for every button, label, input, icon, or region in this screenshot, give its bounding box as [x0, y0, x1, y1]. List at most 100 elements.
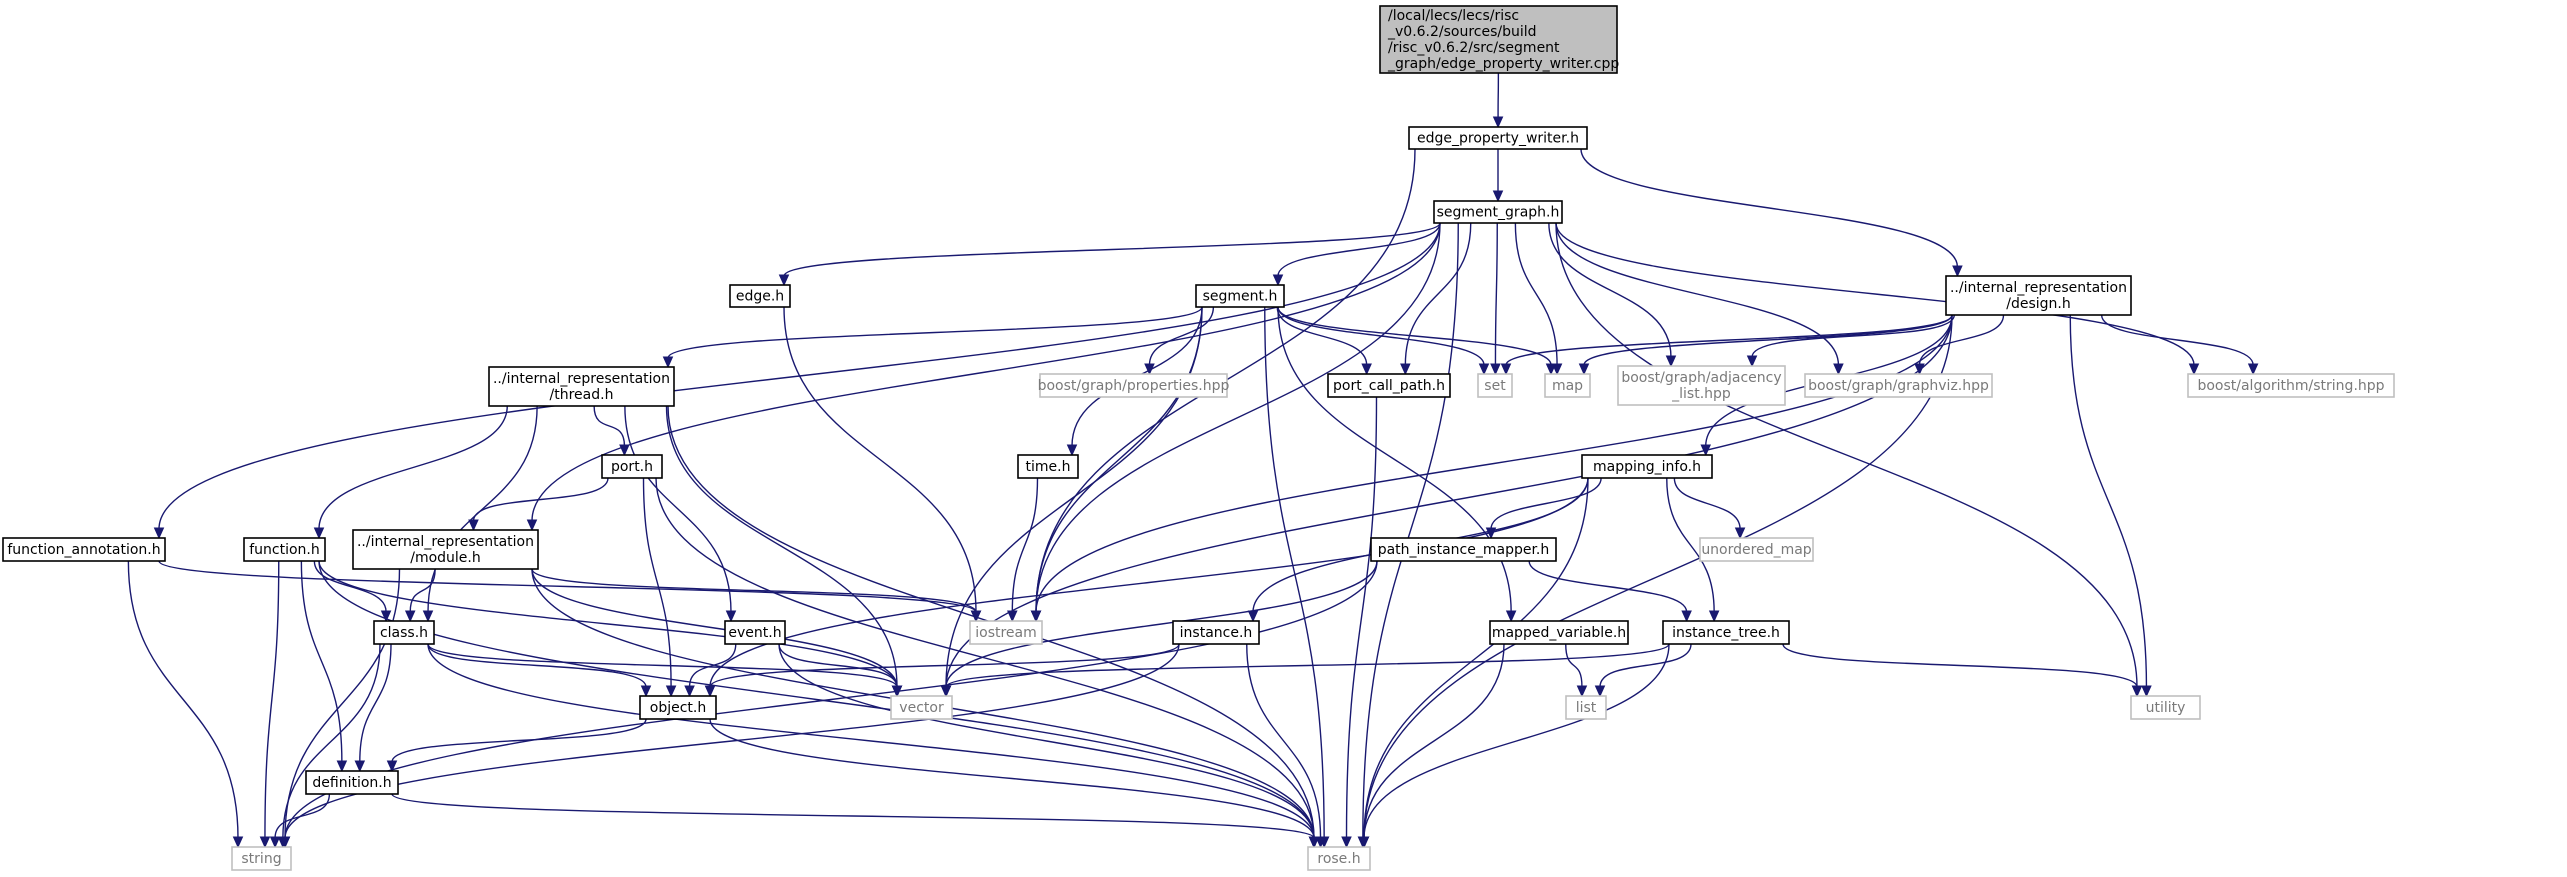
node-mapping-info[interactable]: mapping_info.h [1581, 454, 1713, 479]
node-box [1662, 620, 1790, 645]
node-label-line: vector [899, 700, 944, 716]
node-label-line: definition.h [312, 775, 391, 791]
edge-segment_graph-to-port_call_path [1400, 222, 1472, 376]
edge-object-to-definition [386, 718, 647, 773]
node-boost-properties: boost/graph/properties.hpp [1038, 373, 1230, 398]
node-string: string [231, 846, 292, 871]
node-event[interactable]: event.h [724, 620, 786, 645]
node-module[interactable]: ../internal_representation/module.h [352, 529, 539, 570]
edge-thread-to-function [313, 405, 508, 540]
node-boost-adjacency: boost/graph/adjacency_list.hpp [1617, 365, 1786, 406]
node-boost-graphviz: boost/graph/graphviz.hpp [1804, 373, 1993, 398]
node-label-line: map [1552, 378, 1583, 394]
node-thread[interactable]: ../internal_representation/thread.h [488, 366, 675, 407]
node-label-line: _list.hpp [1671, 386, 1731, 402]
node-function[interactable]: function.h [243, 537, 326, 562]
node-mapped-variable[interactable]: mapped_variable.h [1489, 620, 1629, 645]
node-edge[interactable]: edge.h [729, 284, 791, 308]
node-box [724, 620, 786, 645]
edge-instance_tree-to-utility [1782, 643, 2143, 698]
edge-instance_tree-to-rose [1358, 643, 1670, 849]
edge-mapping_info-to-instance_tree [1666, 477, 1720, 623]
node-label-line: /design.h [2006, 296, 2070, 312]
node-class[interactable]: class.h [373, 620, 435, 645]
node-port[interactable]: port.h [601, 454, 663, 479]
node-label-line: mapped_variable.h [1492, 625, 1626, 641]
node-label-line: ../internal_representation [493, 371, 670, 387]
node-function-annotation[interactable]: function_annotation.h [2, 537, 166, 562]
node-label-line: port.h [611, 459, 653, 475]
node-label-line: path_instance_mapper.h [1378, 542, 1550, 558]
node-box [1565, 695, 1607, 720]
edge-segment-to-rose [1264, 306, 1330, 849]
node-definition[interactable]: definition.h [305, 770, 399, 795]
edge-segment_graph-to-edge [778, 222, 1441, 287]
node-box [1370, 537, 1557, 562]
node-label-line: segment_graph.h [1437, 205, 1560, 221]
edge-mapped_variable-to-list [1565, 643, 1588, 698]
node-label-line: segment.h [1203, 289, 1278, 305]
edge-segment_graph-to-function_annotation [153, 222, 1441, 540]
edge-definition-to-rose [391, 793, 1320, 849]
node-box [601, 454, 663, 479]
edge-thread-to-class [422, 405, 538, 623]
node-label-line: /thread.h [550, 387, 614, 403]
node-label-line: _graph/edge_property_writer.cpp [1387, 56, 1619, 72]
node-box [1581, 454, 1713, 479]
node-label-line: edge.h [736, 289, 784, 305]
edge-instance-to-object [704, 643, 1180, 698]
edge-instance-to-rose [1246, 643, 1326, 849]
node-label-line: boost/graph/properties.hpp [1038, 378, 1230, 394]
edge-design-to-utility [2069, 314, 2152, 698]
edge-mapping_info-to-unordered_map [1673, 477, 1746, 540]
node-time[interactable]: time.h [1017, 454, 1079, 479]
node-object[interactable]: object.h [639, 695, 717, 720]
node-box [1172, 620, 1260, 645]
node-label-line: instance_tree.h [1672, 625, 1780, 641]
node-utility: utility [2130, 695, 2201, 720]
node-box [1195, 284, 1285, 308]
dependency-edges [127, 72, 2259, 849]
node-label-line: port_call_path.h [1333, 378, 1445, 394]
node-label-line: list [1576, 700, 1597, 716]
node-set: set [1477, 373, 1513, 398]
node-box [1017, 454, 1079, 479]
node-design[interactable]: ../internal_representation/design.h [1945, 275, 2132, 316]
node-path-instance-mapper[interactable]: path_instance_mapper.h [1370, 537, 1557, 562]
edge-design-to-iostream [1030, 314, 1953, 623]
edge-segment-to-thread [662, 306, 1203, 369]
node-label-line: ../internal_representation [1950, 280, 2127, 296]
edge-instance-to-string [279, 643, 1180, 849]
node-unordered-map: unordered_map [1699, 537, 1814, 562]
edge-thread-to-port [593, 405, 630, 457]
edge-function_annotation-to-iostream [158, 560, 982, 623]
node-box [2, 537, 166, 562]
edge-thread-to-event [624, 405, 737, 623]
node-segment-graph[interactable]: segment_graph.h [1433, 200, 1563, 224]
node-instance-tree[interactable]: instance_tree.h [1662, 620, 1790, 645]
node-box [1544, 373, 1591, 398]
node-edge-property-writer[interactable]: edge_property_writer.h [1408, 126, 1588, 150]
node-port-call-path[interactable]: port_call_path.h [1327, 373, 1451, 398]
node-box [2130, 695, 2201, 720]
edge-design-to-boost_graphviz [1914, 314, 2005, 376]
node-box [890, 695, 953, 720]
edge-design-to-set [1500, 314, 1953, 376]
edge-module-to-class [404, 568, 436, 623]
node-label-line: time.h [1026, 459, 1071, 475]
edge-instance_tree-to-vector [940, 643, 1670, 698]
node-box [488, 366, 675, 407]
edge-segment_graph-to-boost_adjacency [1548, 222, 1677, 368]
node-label-line: boost/graph/adjacency [1621, 370, 1781, 386]
edge-edge_property_writer-to-segment_graph [1492, 148, 1504, 203]
node-boost-string: boost/algorithm/string.hpp [2187, 373, 2395, 398]
node-label-line: event.h [728, 625, 781, 641]
node-instance[interactable]: instance.h [1172, 620, 1260, 645]
node-list: list [1565, 695, 1607, 720]
edge-segment_graph-to-boost_graphviz [1555, 222, 1844, 376]
edge-definition-to-string [269, 793, 331, 849]
edge-module-to-iostream [531, 568, 982, 623]
node-root[interactable]: /local/lecs/lecs/risc_v0.6.2/sources/bui… [1379, 5, 1619, 74]
node-segment[interactable]: segment.h [1195, 284, 1285, 308]
